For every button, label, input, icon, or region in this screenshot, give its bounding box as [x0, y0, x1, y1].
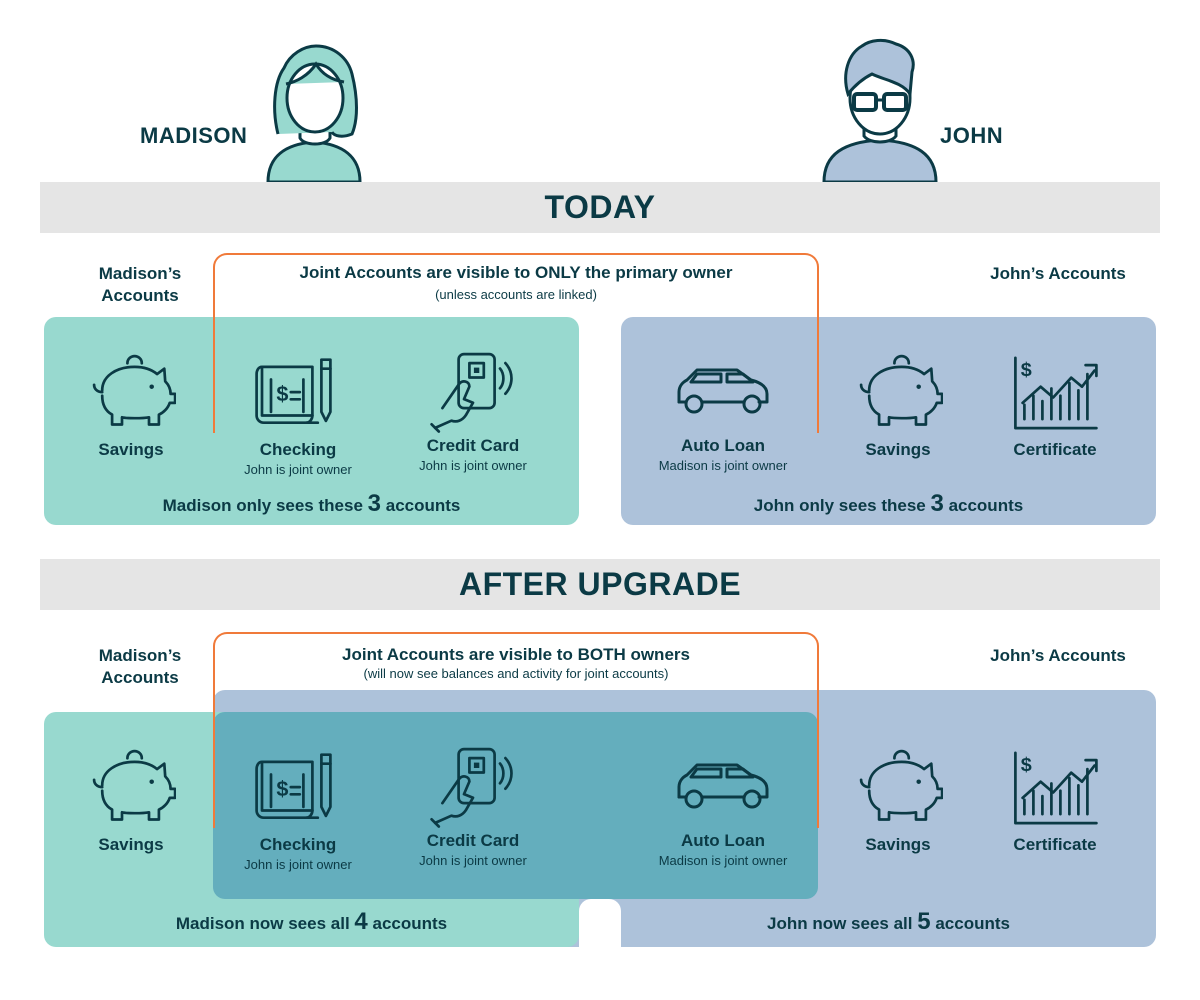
tile-label: Credit Card [426, 831, 520, 850]
account-tile-auto-loan: Auto Loan Madison is joint owner [638, 757, 808, 868]
tile-label: Checking [259, 440, 337, 459]
car-icon [673, 362, 773, 422]
madison-after-summary: Madison now sees all 4 accounts [44, 908, 579, 936]
joint-accounts-panel [213, 712, 818, 899]
account-tile-certificate: Certificate [970, 352, 1140, 460]
joint-note-sub: (will now see balances and activity for … [363, 666, 669, 681]
summary-text: John now sees all [767, 914, 913, 933]
tile-label: Savings [98, 835, 164, 854]
account-tile-savings: Savings [813, 747, 983, 855]
tile-label: Certificate [1013, 440, 1097, 459]
joint-bracket [213, 632, 819, 828]
tile-label: Auto Loan [680, 436, 766, 455]
john-today-summary: John only sees these 3 accounts [621, 490, 1156, 518]
summary-count: 5 [917, 908, 931, 935]
joint-note-title: Joint Accounts are visible to BOTH owner… [342, 645, 690, 664]
joint-bracket [213, 253, 819, 433]
growth-chart-icon [1010, 747, 1100, 829]
credit-card-hand-icon [428, 743, 518, 829]
madison-name: MADISON [140, 123, 248, 148]
piggy-bank-icon [853, 747, 943, 829]
tile-label: Checking [259, 835, 337, 854]
car-icon [673, 757, 773, 817]
account-tile-checking: Checking John is joint owner [213, 747, 383, 872]
summary-text: accounts [385, 496, 461, 515]
tile-label: Savings [865, 440, 931, 459]
john-accounts-header: John’s Accounts [990, 264, 1126, 283]
tile-sub: Madison is joint owner [658, 853, 788, 868]
today-banner: TODAY [40, 182, 1160, 233]
tile-label: Savings [98, 440, 164, 459]
credit-card-hand-icon [428, 348, 518, 434]
summary-text: John only sees these [753, 496, 926, 515]
john-name: JOHN [940, 123, 1004, 148]
john-after-summary: John now sees all 5 accounts [621, 908, 1156, 936]
john-avatar [822, 38, 938, 182]
tile-sub: John is joint owner [419, 458, 527, 473]
after-upgrade-banner: AFTER UPGRADE [40, 559, 1160, 610]
check-document-icon [253, 747, 343, 829]
summary-text: Madison only sees these [162, 496, 363, 515]
growth-chart-icon [1010, 352, 1100, 434]
account-tile-checking: Checking John is joint owner [213, 352, 383, 477]
john-accounts-header: John’s Accounts [990, 646, 1126, 665]
account-tile-auto-loan: Auto Loan Madison is joint owner [638, 362, 808, 473]
account-tile-certificate: Certificate [970, 747, 1140, 855]
piggy-bank-icon [86, 747, 176, 829]
madison-avatar [266, 44, 362, 182]
tile-sub: John is joint owner [244, 462, 352, 477]
joint-note-title: Joint Accounts are visible to ONLY the p… [299, 263, 733, 282]
summary-count: 3 [367, 490, 381, 517]
account-tile-credit-card: Credit Card John is joint owner [388, 348, 558, 473]
summary-text: accounts [372, 914, 448, 933]
tile-label: Savings [865, 835, 931, 854]
tile-sub: Madison is joint owner [658, 458, 788, 473]
tile-label: Certificate [1013, 835, 1097, 854]
tile-label: Credit Card [426, 436, 520, 455]
panel-notch [579, 899, 621, 947]
summary-text: accounts [935, 914, 1010, 933]
piggy-bank-icon [86, 352, 176, 434]
summary-count: 3 [930, 490, 944, 517]
account-tile-savings: Savings [813, 352, 983, 460]
tile-sub: John is joint owner [244, 857, 352, 872]
madison-today-summary: Madison only sees these 3 accounts [44, 490, 579, 518]
summary-text: accounts [948, 496, 1024, 515]
tile-sub: John is joint owner [419, 853, 527, 868]
account-tile-savings: Savings [46, 747, 216, 855]
summary-count: 4 [354, 908, 368, 935]
account-tile-credit-card: Credit Card John is joint owner [388, 743, 558, 868]
madison-accounts-header: Madison’s Accounts [98, 264, 182, 305]
account-tile-savings: Savings [46, 352, 216, 460]
piggy-bank-icon [853, 352, 943, 434]
joint-note-sub: (unless accounts are linked) [435, 287, 597, 302]
summary-text: Madison now sees all [175, 914, 350, 933]
madison-accounts-header: Madison’s Accounts [98, 646, 182, 687]
check-document-icon [253, 352, 343, 434]
tile-label: Auto Loan [680, 831, 766, 850]
